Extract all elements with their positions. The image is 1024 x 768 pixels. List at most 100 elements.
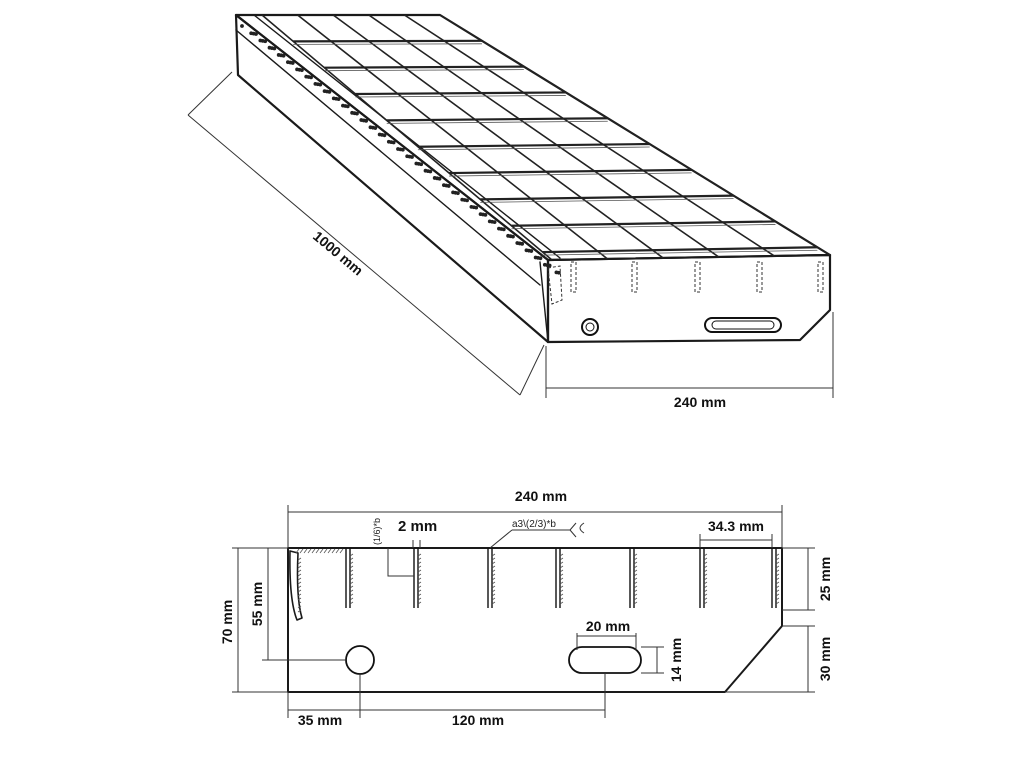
upper-height-label: 25 mm <box>817 557 833 601</box>
bar-hatch <box>491 585 496 589</box>
bar-hatch <box>491 581 496 585</box>
mounting-slot-inner <box>711 320 775 330</box>
bar-hatch <box>559 581 564 585</box>
hatch-line <box>331 548 336 554</box>
hatch-line <box>339 548 344 554</box>
hatch-line <box>297 585 302 589</box>
perforation-dot <box>483 212 488 217</box>
overall-width-label: 240 mm <box>515 488 567 504</box>
slot-dimensions: 20 mm 14 mm <box>576 618 684 682</box>
hatch-line <box>297 577 302 581</box>
bar-hatch <box>349 557 354 561</box>
perforation-dot <box>373 126 378 130</box>
bearing-bar-section <box>413 548 422 608</box>
perforation-dot <box>419 162 424 167</box>
perforation-dot <box>455 191 460 196</box>
bar-hatch <box>417 565 422 569</box>
bar-hatch <box>775 597 780 601</box>
bar-hatch <box>417 589 422 593</box>
perforation-dot <box>446 184 451 188</box>
cross-bar <box>511 220 776 227</box>
isometric-view: 1000 mm 240 mm <box>187 13 834 410</box>
bar-hatch <box>775 569 780 573</box>
bar-hatch <box>703 573 708 577</box>
perforation-dot <box>428 169 433 174</box>
mounting-hole <box>581 318 599 336</box>
perforation-dot <box>309 75 313 80</box>
bar-hatch <box>491 601 496 605</box>
perforation-dot <box>501 227 506 232</box>
bar-hatch <box>417 569 422 573</box>
bar-hatch <box>491 561 496 565</box>
side-view: 240 mm (1/6)*b 2 mm a3\(2/3)*b 34.3 mm <box>219 488 833 728</box>
perforation-dot <box>547 263 552 268</box>
bar-hatch <box>349 585 354 589</box>
bar-hatch <box>703 601 708 605</box>
perforation-dot <box>290 61 295 65</box>
perforation-dot <box>299 68 304 73</box>
anti-slip-perforations <box>240 24 561 275</box>
perforation-dot <box>492 220 497 225</box>
bar-hatch <box>703 561 708 565</box>
bar-hatch <box>633 589 638 593</box>
bar-hatch <box>559 573 564 577</box>
overall-height-label: 70 mm <box>219 600 235 644</box>
bar-hatch <box>417 577 422 581</box>
cross-bar <box>293 39 482 43</box>
bar-hatch <box>349 561 354 565</box>
hole-offset-label: 35 mm <box>298 712 342 728</box>
bar-hatch <box>703 589 708 593</box>
bar-hatch <box>633 553 638 557</box>
cross-bar <box>386 117 608 122</box>
bearing-bar-section <box>487 548 496 608</box>
bar-hatch <box>349 589 354 593</box>
cross-bar-shadow <box>293 43 482 45</box>
cross-bar-shadow <box>417 146 650 151</box>
bar-slot <box>694 261 701 293</box>
bar-hatch <box>703 553 708 557</box>
overall-width-dimension: 240 mm <box>287 488 783 548</box>
bar-hatch <box>559 557 564 561</box>
bar-hatch <box>633 597 638 601</box>
perforation-dot <box>474 205 479 210</box>
bar-hatch <box>633 577 638 581</box>
bar-hatch <box>775 577 780 581</box>
cross-bar-shadow <box>480 198 734 203</box>
bar-hatch <box>417 581 422 585</box>
bar-hatch <box>559 593 564 597</box>
bar-hatch <box>491 569 496 573</box>
hatch-line <box>297 601 302 605</box>
perforation-dot <box>336 97 341 102</box>
bar-hatch <box>559 577 564 581</box>
bar-hatch <box>775 581 780 585</box>
hatch-line <box>297 609 302 613</box>
bar-hatch <box>703 597 708 601</box>
bar-hatch <box>559 601 564 605</box>
bar-hatch <box>417 573 422 577</box>
hatch-line <box>297 569 302 573</box>
bar-hatch <box>775 557 780 561</box>
bar-hatch <box>491 589 496 593</box>
bar-hatch <box>417 561 422 565</box>
weld-note: a3\(2/3)*b <box>512 519 556 530</box>
hatch-line <box>307 548 312 554</box>
bar-hatch <box>349 593 354 597</box>
bar-hatch <box>703 565 708 569</box>
bearing-bar <box>403 14 775 257</box>
bar-hatch <box>349 581 354 585</box>
cross-bar-shadow <box>386 120 608 124</box>
perforation-dot <box>391 140 396 145</box>
bar-pitch-dimension: 34.3 mm <box>699 518 773 548</box>
perforation-dot <box>327 89 332 94</box>
perforation-dot <box>400 147 405 152</box>
cross-bar-shadow <box>355 95 566 98</box>
cross-bar <box>417 142 650 148</box>
bar-hatch <box>703 557 708 561</box>
cross-bar-shadow <box>511 224 776 230</box>
side-mounting-slot <box>568 646 642 674</box>
bar-hatch <box>491 573 496 577</box>
bar-hatch <box>417 601 422 605</box>
bar-hatch <box>633 581 638 585</box>
perforation-dot <box>240 24 244 28</box>
